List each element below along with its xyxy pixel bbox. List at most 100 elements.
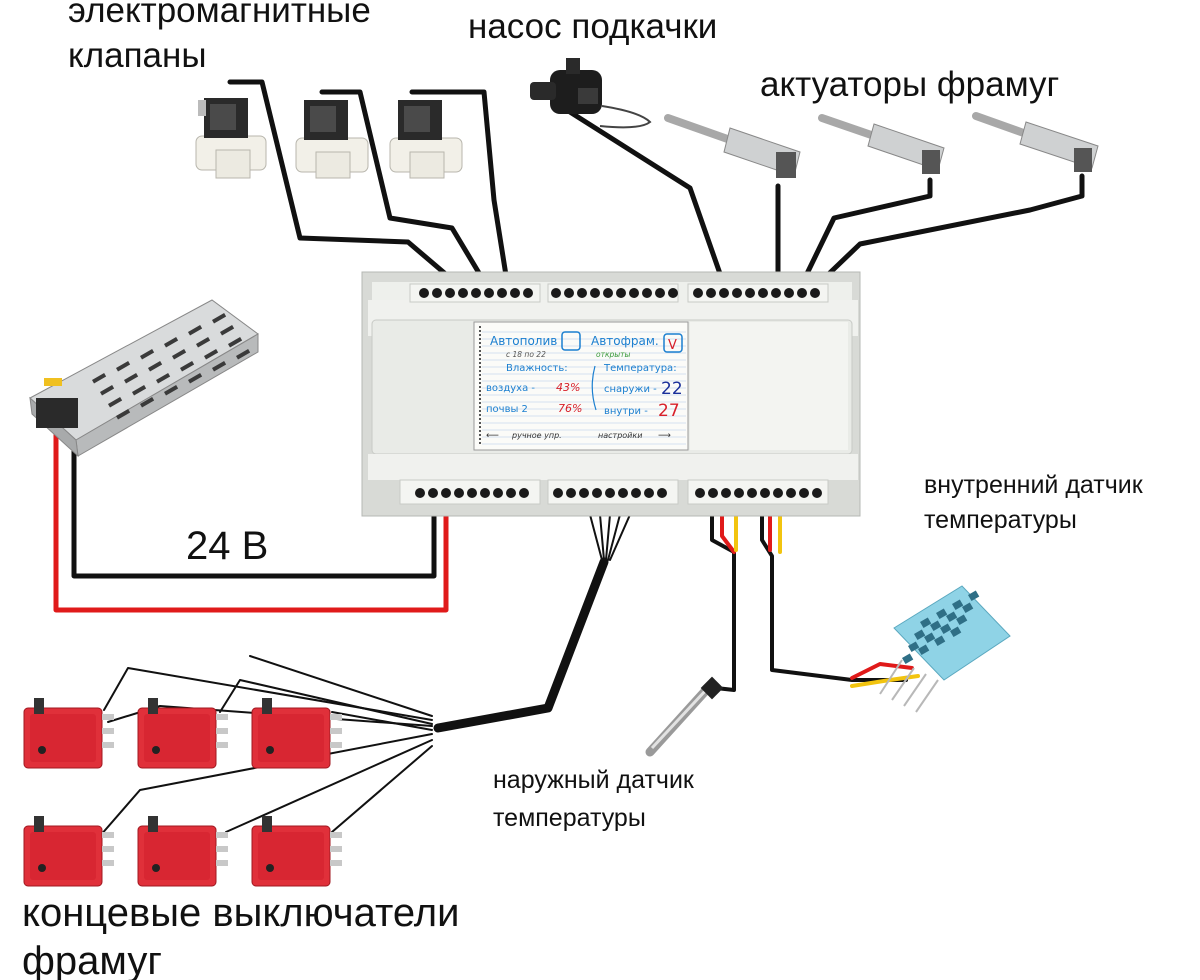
inner-sensor-label-line2: температуры <box>924 506 1077 534</box>
terminal-screw <box>523 288 533 298</box>
solenoid-valve-3 <box>389 100 463 179</box>
limit-switch-4 <box>23 816 114 887</box>
terminal-screw <box>566 488 576 498</box>
terminal-screw <box>786 488 796 498</box>
screen-temp-title: Температура: <box>603 363 677 374</box>
terminal-screw <box>603 288 613 298</box>
linear-actuator-3 <box>972 112 1099 172</box>
terminal-screw <box>432 288 442 298</box>
terminal-screw <box>551 288 561 298</box>
actuator-3-wire <box>811 173 1085 291</box>
limit-switch-6 <box>251 816 342 887</box>
valve-2-wire <box>319 89 491 291</box>
screen-right-arrow: ⟶ <box>658 431 671 441</box>
screen-left-arrow: ⟵ <box>486 431 499 441</box>
terminal-screw <box>747 488 757 498</box>
pump-wire <box>567 109 728 291</box>
screen-autovent-checkbox <box>663 333 683 353</box>
controller-unit: Автополив Автофрам. V с 18 по 22 открыты… <box>361 271 861 517</box>
outer-temperature-probe <box>645 676 724 757</box>
screen-soil-label: почвы 2 <box>486 404 528 415</box>
terminal-screw <box>592 488 602 498</box>
screen-autovent-check: V <box>668 338 677 353</box>
screen-soil-value: 76% <box>558 402 582 415</box>
solenoid-valve-2 <box>295 100 369 179</box>
screen-schedule: с 18 по 22 <box>506 350 546 359</box>
linear-actuator-2 <box>818 114 945 174</box>
inner-sensor-wire-yellow <box>778 490 920 688</box>
screen-settings-label: настройки <box>598 431 642 440</box>
terminal-screw <box>810 288 820 298</box>
screen-autowater-checkbox <box>561 331 581 351</box>
terminal-screw <box>668 288 678 298</box>
terminal-screw <box>441 488 451 498</box>
terminal-screw <box>428 488 438 498</box>
inner-sensor-wire-black <box>760 490 908 682</box>
terminal-screw <box>695 488 705 498</box>
terminal-screw <box>655 288 665 298</box>
terminal-screw <box>657 488 667 498</box>
terminal-screw <box>480 488 490 498</box>
pump-label: насос подкачки <box>468 7 717 46</box>
terminal-screw <box>629 288 639 298</box>
terminal-screw <box>458 288 468 298</box>
screen-outside-label: снаружи - <box>604 384 657 395</box>
screen-humidity-title: Влажность: <box>506 363 568 374</box>
limit-switch-3 <box>251 698 342 769</box>
terminal-screw <box>706 288 716 298</box>
inner-sensor-label-line1: внутренний датчик <box>924 471 1144 499</box>
terminal-screw <box>605 488 615 498</box>
valves-label-line2: клапаны <box>68 36 207 75</box>
power-label: 24 В <box>186 524 268 568</box>
terminal-screw <box>797 288 807 298</box>
screen-autowater-label: Автополив <box>490 334 557 348</box>
inner-sensor-wire-red <box>768 490 914 680</box>
window-actuators <box>664 112 1099 178</box>
valve-1-wire <box>227 79 465 291</box>
valve-3-wire <box>409 89 511 291</box>
terminal-screw <box>415 488 425 498</box>
terminal-screw <box>493 488 503 498</box>
terminal-screw <box>484 288 494 298</box>
actuator-2-wire <box>797 177 933 291</box>
limit-switches-label-line1: концевые выключатели <box>22 891 459 935</box>
outer-sensor-label-line1: наружный датчик <box>493 766 695 794</box>
solenoid-valves <box>195 98 463 179</box>
screen-inside-value: 27 <box>658 401 680 421</box>
limit-switch-cable <box>433 557 609 733</box>
limit-switch-1 <box>23 698 114 769</box>
screen-inside-label: внутри - <box>604 406 648 417</box>
terminal-screw <box>745 288 755 298</box>
terminal-screw <box>577 288 587 298</box>
terminal-screw <box>579 488 589 498</box>
terminal-screw <box>758 288 768 298</box>
terminal-screw <box>419 288 429 298</box>
terminal-screw <box>693 288 703 298</box>
limit-switches <box>23 698 342 887</box>
linear-actuator-1 <box>664 114 801 178</box>
terminal-screw <box>519 488 529 498</box>
terminal-screw <box>708 488 718 498</box>
power-wire-negative <box>71 407 437 579</box>
terminal-screw <box>732 288 742 298</box>
power-wire-positive <box>53 407 449 613</box>
terminal-screw <box>467 488 477 498</box>
power-supply-24v <box>29 299 259 458</box>
bottom-terminals <box>415 488 822 498</box>
limit-switch-5 <box>137 816 228 887</box>
terminal-screw <box>454 488 464 498</box>
terminal-screw <box>719 288 729 298</box>
terminal-screw <box>618 488 628 498</box>
terminal-screw <box>506 488 516 498</box>
screen-outside-value: 22 <box>661 379 683 399</box>
inner-temperature-sensor <box>879 585 1011 713</box>
terminal-screw <box>734 488 744 498</box>
booster-pump <box>530 58 652 129</box>
outer-sensor-label-line2: температуры <box>493 804 646 832</box>
terminal-screw <box>812 488 822 498</box>
limit-switch-fanout <box>583 491 641 561</box>
terminal-screw <box>471 288 481 298</box>
terminal-screw <box>771 288 781 298</box>
terminal-screw <box>497 288 507 298</box>
